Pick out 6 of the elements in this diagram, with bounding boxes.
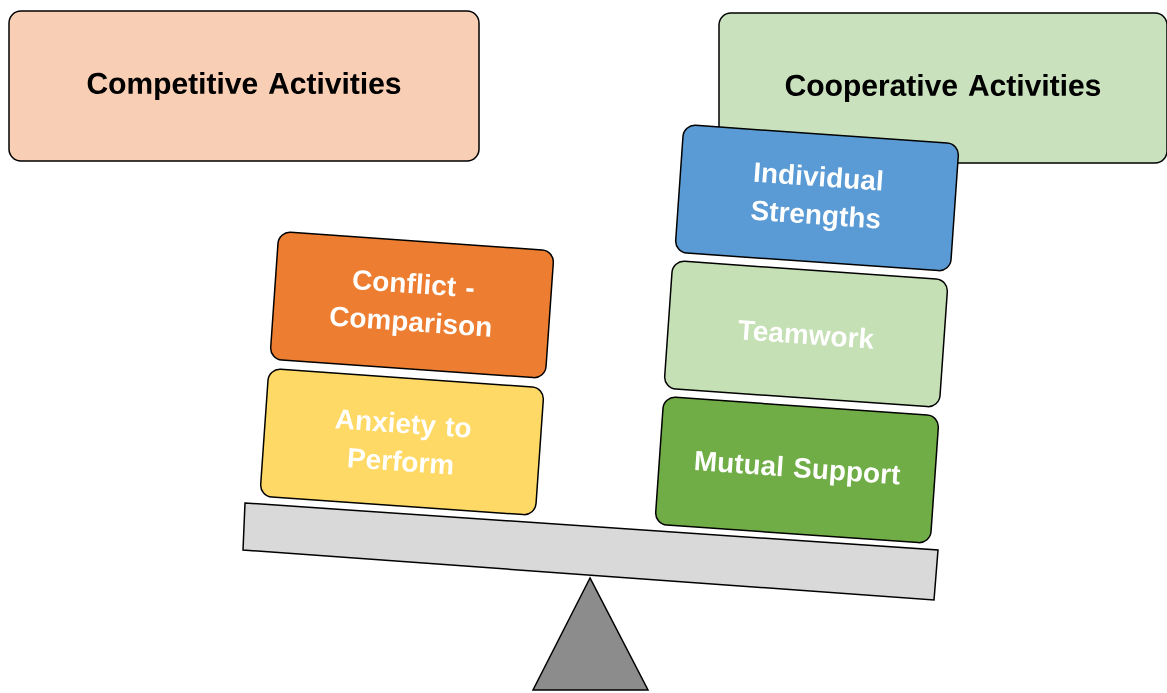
block: Individual Strengths <box>674 124 960 272</box>
block: Teamwork <box>663 260 949 408</box>
block: Conflict - Comparison <box>269 231 555 379</box>
block: Anxiety to Perform <box>259 368 545 516</box>
heading-box: Competitive Activities <box>8 10 480 162</box>
block: Mutual Support <box>654 396 940 544</box>
